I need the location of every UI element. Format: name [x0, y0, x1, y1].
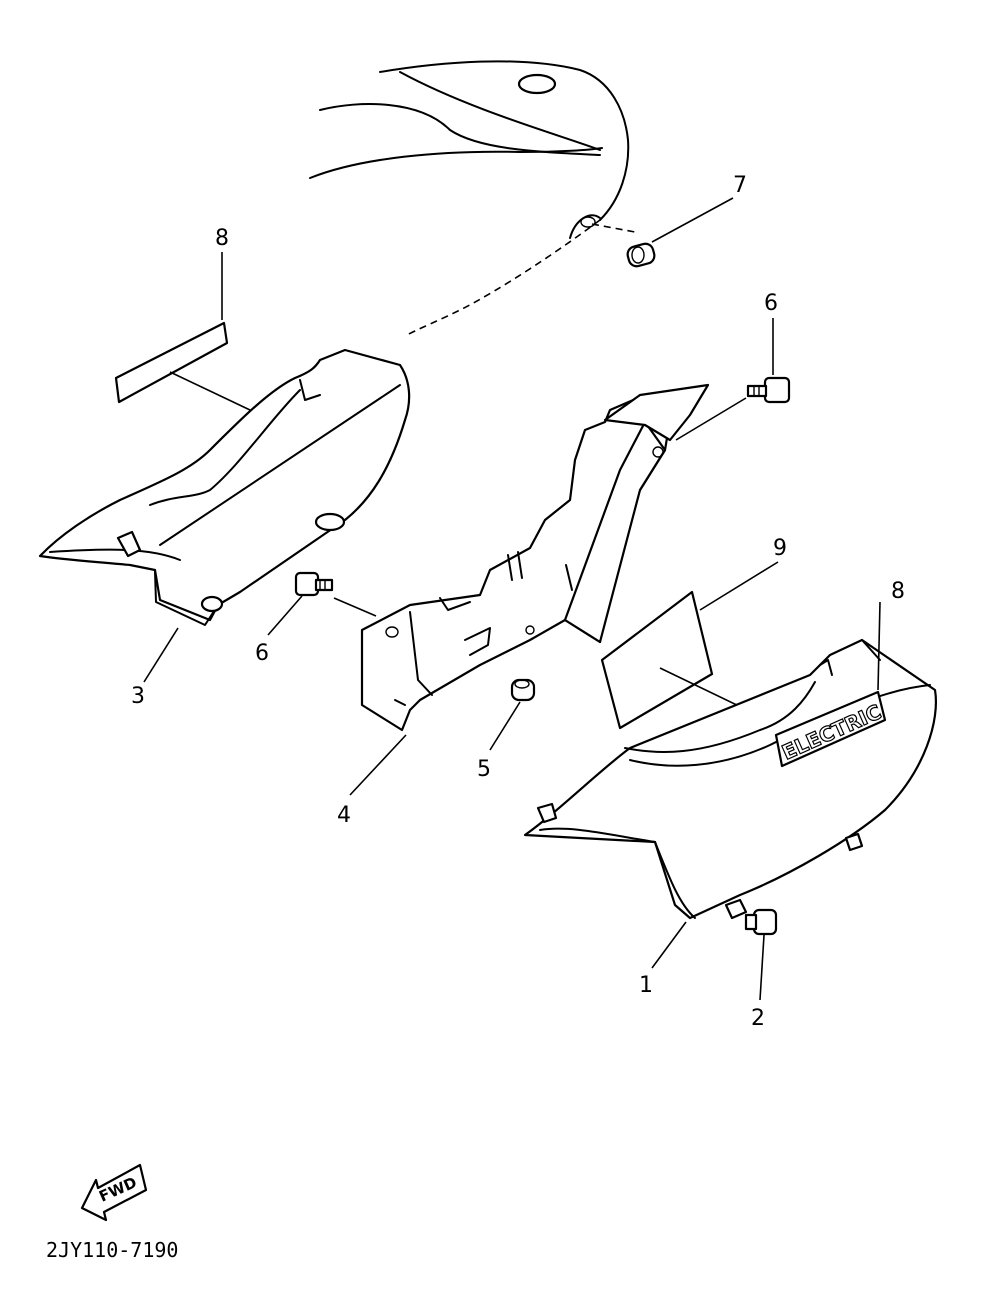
screw-part-6-right — [746, 376, 791, 404]
bracket-panel-part-4 — [360, 383, 710, 732]
callout-6-left: 6 — [255, 641, 269, 666]
side-cover-left-part-3 — [38, 348, 411, 626]
nut-part-5 — [510, 678, 536, 702]
grommet-part-7 — [626, 242, 656, 268]
callout-6-right: 6 — [764, 291, 778, 316]
emblem-strip-part-8-left — [114, 321, 229, 404]
callout-5: 5 — [477, 757, 491, 782]
screw-part-6-left — [294, 571, 334, 597]
tank-cap — [517, 73, 557, 95]
callout-9: 9 — [773, 536, 787, 561]
screw-part-2 — [744, 908, 778, 936]
callout-2: 2 — [751, 1006, 765, 1031]
decal-part-9 — [600, 590, 714, 730]
callout-1: 1 — [639, 973, 653, 998]
callout-7: 7 — [733, 173, 747, 198]
fuel-tank-outline — [309, 60, 636, 337]
forward-arrow-icon: FWD — [80, 1163, 148, 1222]
drawing-code: 2JY110-7190 — [46, 1238, 178, 1262]
emblem-plate — [774, 690, 887, 768]
callout-4: 4 — [337, 803, 351, 828]
side-cover-right-part-1: ELECTRIC — [523, 638, 937, 920]
callout-8-left: 8 — [215, 226, 229, 251]
callout-3: 3 — [131, 684, 145, 709]
callout-8-right: 8 — [891, 579, 905, 604]
